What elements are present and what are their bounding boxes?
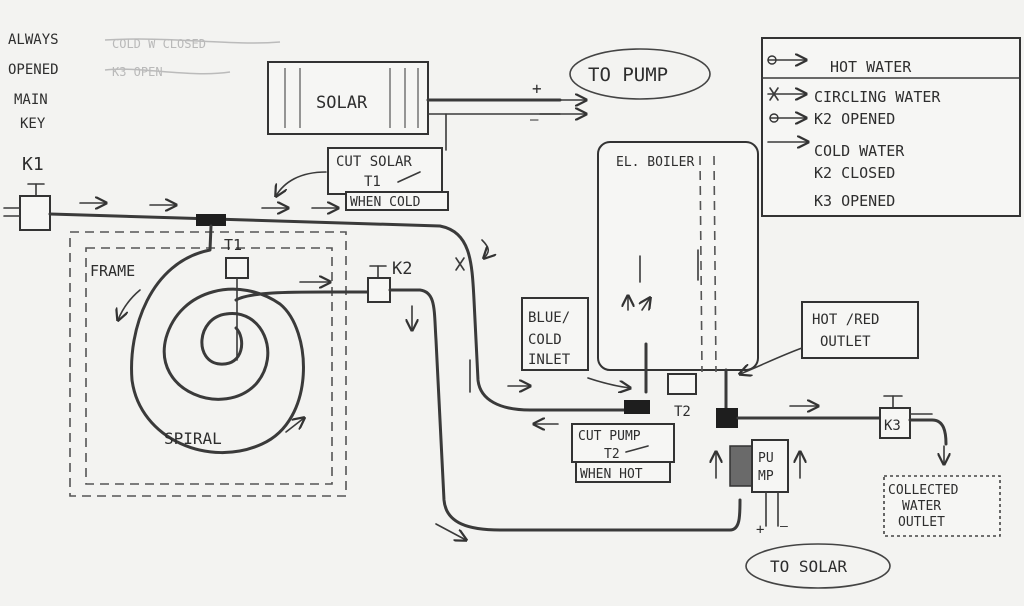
k1-label: K1 [22,154,44,175]
t1-sensor: T1 [224,236,249,361]
note-always: ALWAYS [8,32,59,48]
legend-cold-water: COLD WATER [814,142,905,160]
legend-k3-opened: K3 OPENED [814,192,895,210]
k2-valve: K2 [367,259,412,303]
pump-plus: + [756,522,764,538]
to-solar-label: TO SOLAR [770,557,847,576]
solar-power-lines: + — [426,79,586,151]
pump-line1: PU [758,451,774,466]
solar-panel: SOLAR [267,61,429,135]
pump: PU MP + — [716,439,800,538]
k3-label: K3 [884,418,901,434]
cut-solar-t1: T1 [364,174,381,190]
cut-pump-t2: T2 [604,447,620,462]
collected-line2: WATER [902,499,941,514]
note-main: MAIN [14,92,48,108]
k1-valve: K1 [3,154,51,231]
t1-label: T1 [224,236,242,254]
boiler-label: EL. BOILER [616,155,694,170]
frame-label: FRAME [90,262,135,280]
cut-pump-line1: CUT PUMP [578,429,641,444]
k2-label: K2 [392,259,412,279]
misc-flow-marks [455,239,488,393]
pump-minus: — [780,519,788,534]
solar-label: SOLAR [316,93,368,113]
supply-flow-arrows [79,203,559,424]
top-left-note: ALWAYS OPENED MAIN KEY [8,32,59,132]
inlet-line3: INLET [528,352,571,368]
collected-water-outlet: COLLECTED WATER OUTLET [883,475,1001,537]
electric-boiler: EL. BOILER [597,141,759,410]
legend-circling-water: CIRCLING WATER [814,88,941,106]
blue-cold-inlet: BLUE/ COLD INLET [521,297,650,414]
cut-pump-box: CUT PUMP T2 WHEN HOT [571,423,675,483]
cut-solar-box: CUT SOLAR T1 WHEN COLD [276,147,449,211]
outlet-line1: HOT /RED [812,312,879,328]
k2-return-pipe [388,288,742,532]
cut-solar-line1: CUT SOLAR [336,154,412,170]
note-key: KEY [20,116,46,132]
pump-line2: MP [758,469,774,484]
spiral-label: SPIRAL [164,429,222,448]
inlet-line2: COLD [528,332,562,348]
k3-valve: K3 [879,395,946,464]
hot-red-outlet: HOT /RED OUTLET [740,301,919,374]
cold-supply-pipe [48,212,630,412]
to-pump-bubble: TO PUMP [569,48,711,100]
outlet-joint [716,408,738,428]
to-solar-bubble: TO SOLAR [745,543,891,589]
t2-label: T2 [674,404,691,420]
legend-k2-closed: K2 CLOSED [814,164,895,182]
cut-pump-when-hot: WHEN HOT [580,467,643,482]
spiral-pipe: SPIRAL [118,224,382,454]
inlet-line1: BLUE/ [528,310,570,326]
supply-tee-joint [196,214,226,226]
to-pump-label: TO PUMP [588,64,668,86]
legend: HOT WATER CIRCLING WATER K2 OPENED COLD … [761,37,1021,217]
note-opened: OPENED [8,62,59,78]
solar-minus: — [530,112,539,128]
solar-plus: + [532,79,542,98]
t2-sensor: T2 [667,373,697,420]
outlet-line2: OUTLET [820,334,871,350]
legend-hot-water: HOT WATER [830,58,912,76]
legend-k2-opened: K2 OPENED [814,110,895,128]
crossed-out-note: COLD W CLOSED K3 OPEN [104,37,281,79]
crossed-note-line2: K3 OPEN [112,65,163,79]
collected-line3: OUTLET [898,515,945,530]
collected-line1: COLLECTED [888,483,959,498]
cut-solar-when-cold: WHEN COLD [350,195,421,210]
